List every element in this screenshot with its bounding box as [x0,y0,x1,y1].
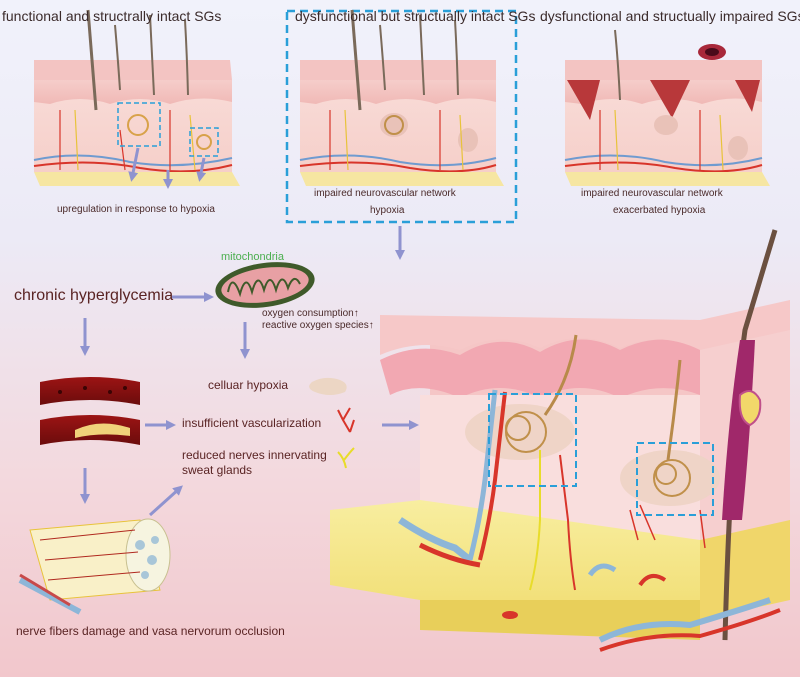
vascularization-label: insufficient vascularization [182,416,322,430]
blood-vessel-normal [40,377,140,405]
nerve-fiber-bundle [18,518,171,615]
panel3-caption-hypoxia: exacerbated hypoxia [613,205,706,216]
nerves-label-line1: reduced nerves innervating [182,448,327,462]
highlight-box-large-a [488,393,577,487]
panel2-caption-hypoxia: hypoxia [370,205,405,216]
highlight-box-p1a [117,102,161,147]
panel3-caption-network: impaired neurovascular network [581,188,723,199]
panel2-title: dysfunctional but structually intact SGs [295,8,536,24]
nerve-damage-label: nerve fibers damage and vasa nervorum oc… [16,624,285,638]
nerve-icon [337,447,355,469]
skin-block-panel3 [564,29,770,186]
vascularization-icon [337,407,355,433]
mitochondrion-illustration [215,262,315,308]
mitochondria-label: mitochondria [221,251,284,263]
ros-label: reactive oxygen species↑ [262,320,374,331]
flow-arrows [80,292,419,517]
cellular-hypoxia-label: celluar hypoxia [208,378,289,392]
nerves-label-line2: sweat glands [182,463,253,477]
large-skin-block [330,229,790,652]
panel2-frame [285,9,518,224]
oxygen-consumption-label: oxygen consumption↑ [262,308,359,319]
cause-label: chronic hyperglycemia [14,287,174,304]
highlight-box-large-b [636,442,714,516]
skin-block-panel2 [285,9,518,260]
panel1-caption: upregulation in response to hypoxia [57,204,215,215]
skin-block-panel1 [33,9,240,189]
highlight-box-p1b [189,127,219,157]
panel1-title: functional and structrally intact SGs [2,8,222,24]
panel2-caption-network: impaired neurovascular network [314,188,456,199]
hypoxia-cell-icon [309,377,347,395]
blood-vessel-occluded [40,415,140,445]
panel3-title: dysfunctional and structually impaired S… [540,8,800,24]
